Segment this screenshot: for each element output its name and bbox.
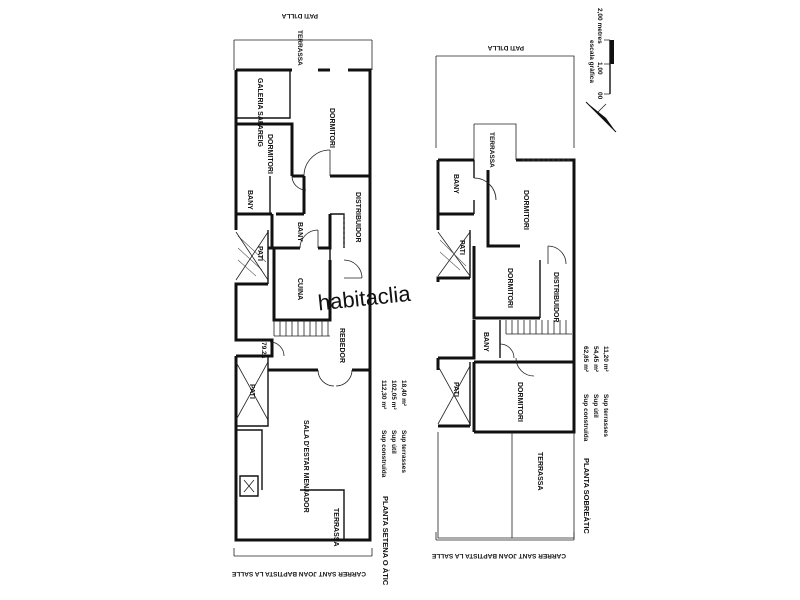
left-stats: Sup construïda Sup útil Sup terrasses 11…: [380, 380, 407, 478]
left-stat-useful-value: 102,05 m²: [390, 380, 397, 410]
right-stat-built-value: 62,85 m²: [582, 346, 589, 373]
right-stat-useful-value: 54,45 m²: [592, 346, 599, 373]
left-stat-built-value: 112,30 m²: [380, 380, 387, 410]
left-stat-terraces-label: Sup terrasses: [400, 430, 407, 473]
right-room-terrassa: TERRASSA: [536, 452, 543, 491]
scale-tick-0: 00: [596, 92, 603, 100]
right-room-pati-b: PATI: [452, 382, 459, 397]
right-top-terrace-label: TERRASSA: [488, 132, 495, 168]
left-room-galeria: GALERIA SAFAREIG: [256, 78, 263, 148]
right-room-dormitori-c: DORMITORI: [516, 382, 523, 422]
right-floor-name: PLANTA SOBREÀTIC: [582, 458, 591, 534]
north-arrow-icon: [585, 101, 617, 133]
right-stat-terraces-label: Sup terrasses: [602, 394, 609, 437]
left-floor-name: PLANTA SETENA O ÀTIC: [381, 496, 390, 586]
scale-tick-2: 2,00 metres: [596, 8, 603, 44]
right-plan: [435, 55, 576, 541]
right-street-label: CARRER SANT JOAN BAPTISTA LA SALLE: [431, 552, 566, 559]
right-room-bany-a: BANY: [452, 174, 459, 194]
right-stat-terraces-value: 11,20 m²: [602, 346, 609, 372]
right-room-distribuidor: DISTRIBUIDOR: [552, 272, 559, 323]
left-room-pati-a: PATI: [256, 246, 263, 261]
left-stat-built-label: Sup construïda: [380, 430, 387, 478]
left-door-note: 79.2a: [260, 342, 267, 359]
right-stat-built-label: Sup construïda: [582, 394, 589, 442]
left-room-dormitori-a: DORMITORI: [266, 134, 273, 174]
right-room-dormitori-a: DORMITORI: [522, 190, 529, 230]
left-stat-terraces-value: 18,40 m²: [400, 380, 407, 407]
left-room-bany-b: BANY: [296, 222, 303, 242]
left-room-rebedor: REBEDOR: [338, 328, 345, 363]
left-room-dormitori-b: DORMITORI: [328, 108, 335, 148]
scale-title: escala gràfica: [588, 40, 595, 83]
right-room-dormitori-b: DORMITORI: [506, 268, 513, 308]
scale-tick-1: 1,00: [596, 62, 603, 75]
left-street-label: CARRER SANT JOAN BAPTISTA LA SALLE: [231, 570, 366, 577]
left-room-pati-b: PATI: [248, 384, 255, 399]
left-top-patio-label: PATI D'ILLA: [281, 12, 318, 19]
left-room-bany-a: BANY: [246, 190, 253, 210]
right-stat-useful-label: Sup útil: [592, 394, 599, 418]
left-room-terrassa: TERRASSA: [332, 508, 339, 547]
right-stats: Sup construïda Sup útil Sup terrasses 62…: [582, 346, 609, 442]
left-room-sala: SALA D'ESTAR MENJADOR: [302, 420, 309, 513]
right-room-bany-b: BANY: [482, 332, 489, 352]
scale-bar: escala gràfica 00 1,00 2,00 metres: [588, 8, 614, 100]
right-top-patio-label: PATI D'ILLA: [487, 44, 524, 51]
scale-bar-segment: [610, 40, 614, 64]
right-room-pati-a: PATI: [458, 240, 465, 255]
left-room-cuina: CUINA: [296, 278, 303, 300]
left-room-distribuidor: DISTRIBUIDOR: [354, 192, 361, 243]
left-top-terrace-label: TERRASSA: [296, 30, 303, 66]
left-plan: [233, 39, 373, 557]
left-stat-useful-label: Sup útil: [390, 430, 397, 454]
